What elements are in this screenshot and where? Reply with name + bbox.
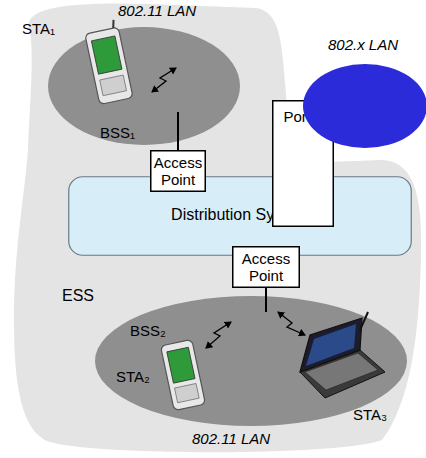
station-node: STA₂ [115, 335, 210, 405]
wireless-symbol [152, 68, 176, 92]
lan-label: 802.11 LAN [118, 2, 196, 19]
antenna-line [265, 288, 267, 312]
network-region: Distribution System [68, 176, 412, 256]
node-outline [300, 36, 426, 150]
node-shape [151, 151, 206, 192]
antenna-line [177, 112, 179, 150]
pda-icon [160, 339, 205, 410]
station-node: STA₃ [295, 318, 385, 436]
node-shape [48, 27, 240, 145]
network-region: 802.x LAN [300, 36, 426, 150]
node-label: STA₂ [116, 368, 166, 385]
node-label: BSS₁ [100, 124, 160, 141]
pda-icon [83, 19, 133, 104]
wireless-symbol [278, 312, 305, 335]
node-label: Distribution System [68, 206, 412, 223]
lan-label: 802.11 LAN [192, 430, 270, 447]
node-outline [48, 27, 240, 145]
network-region: BSS₁STA₁ [48, 27, 240, 145]
node-shape [95, 296, 407, 426]
wireless-symbol [206, 322, 231, 348]
node-shape [233, 247, 300, 288]
station-node: STA₁ [20, 18, 130, 108]
node-label: Access Point [232, 250, 300, 284]
node-label: Access Point [150, 154, 206, 188]
node-label: BSS₂ [130, 322, 190, 339]
node-shape [69, 177, 412, 256]
node-label: 802.x LAN [328, 36, 418, 53]
laptop-icon [300, 312, 385, 398]
network-region: BSS₂ STA₂ STA₃ [95, 296, 407, 426]
node-shape [303, 64, 426, 148]
node-label: STA₁ [22, 20, 72, 37]
device-box: Access Point [232, 246, 300, 288]
node-label: ESS [62, 287, 122, 304]
node-label: STA₃ [353, 406, 403, 423]
device-box: Access Point [150, 150, 206, 192]
